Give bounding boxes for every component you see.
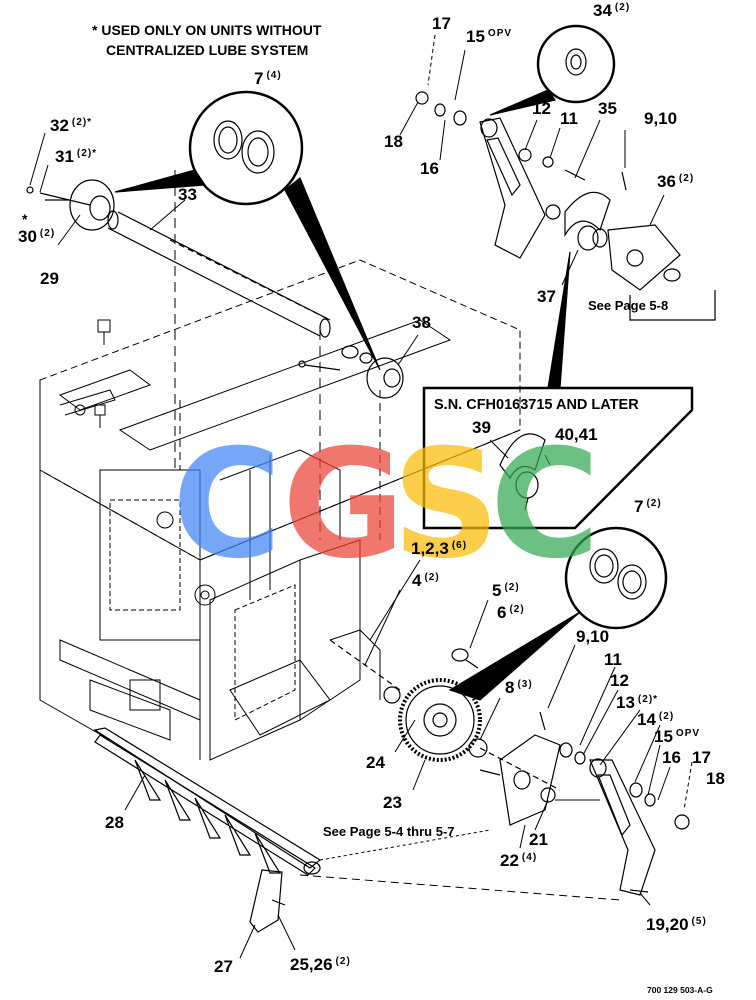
lube-note: * USED ONLY ON UNITS WITHOUT CENTRALIZED…: [92, 20, 321, 60]
part-label-27: 27: [214, 957, 233, 976]
pickup-reel-28: [93, 727, 322, 876]
part-label-24: 24: [366, 753, 385, 772]
part-label-33: 33: [178, 185, 197, 204]
bearing-flange-38: [298, 345, 404, 399]
bracket-27: [249, 869, 286, 933]
part-label-25-26: 25,26(2): [290, 955, 351, 974]
part-label-34: 34(2): [593, 1, 631, 20]
lower-arm-assembly: [559, 742, 690, 896]
callout-bearing-34: [489, 24, 616, 116]
leader-lines: [29, 34, 693, 959]
part-label-13: 13(2)*: [616, 693, 659, 712]
lube-note-line1: * USED ONLY ON UNITS WITHOUT: [92, 22, 322, 38]
part-label-16-top: 16: [420, 159, 439, 178]
serial-inset-box: [422, 251, 694, 530]
part-label-14: 14(2): [637, 710, 675, 729]
part-label-17-top: 17: [432, 14, 451, 33]
part-label-4: 4(2): [412, 571, 440, 590]
part-label-37: 37: [537, 287, 556, 306]
part-label-21: 21: [529, 830, 548, 849]
part-label-11-lower: 11: [604, 650, 622, 669]
part-label-18-top: 18: [384, 132, 403, 151]
part-label-5: 5(2): [492, 581, 520, 600]
lube-note-line2: CENTRALIZED LUBE SYSTEM: [106, 42, 309, 58]
part-label-7-lower: 7(2): [634, 497, 662, 516]
part-label-22: 22(4): [500, 851, 538, 870]
part-label-17-lower: 17: [692, 748, 711, 767]
part-label-28: 28: [105, 813, 124, 832]
tensioner-bracket-21: [479, 711, 561, 826]
part-label-12-lower: 12: [610, 671, 629, 690]
sprocket-23: [329, 639, 561, 791]
part-label-6: 6(2): [497, 603, 525, 622]
watermark-letter-c1: C: [172, 418, 283, 592]
watermark-letter-g: G: [282, 418, 406, 592]
callout-bearing-7-top: [114, 90, 381, 371]
part-label-29: 29: [40, 269, 59, 288]
watermark-letter-c2: C: [490, 418, 601, 592]
part-label-35: 35: [598, 99, 617, 118]
part-label-23: 23: [383, 793, 402, 812]
part-label-18-lower: 18: [706, 769, 725, 788]
watermark-letter-s: S: [392, 418, 501, 592]
drive-shaft-33: [107, 210, 331, 338]
part-label-36: 36(2): [657, 172, 695, 191]
callout-bearing-7-lower: [448, 526, 668, 701]
part-label-11-top: 11: [560, 109, 578, 128]
part-label-19-20: 19,20(5): [646, 915, 707, 934]
part-label-8: 8(3): [505, 678, 533, 697]
serial-number-range: S.N. CFH0163715 AND LATER: [434, 397, 639, 413]
part-label-9-10-top: 9,10: [644, 109, 678, 128]
part-label-16-lower: 16: [662, 748, 681, 767]
part-label-9-10-lower: 9,10: [576, 627, 610, 646]
part-label-30-star: *: [22, 211, 28, 227]
part-label-40-41: 40,41: [555, 425, 598, 444]
part-label-38: 38: [412, 313, 431, 332]
bolt-5-6: [451, 648, 479, 669]
reference-see-page-5-4: See Page 5-4 thru 5-7: [323, 824, 455, 839]
part-label-1-2-3: 1,2,3(6): [411, 539, 468, 558]
part-label-32: 32(2)*: [50, 116, 93, 135]
baler-frame: [39, 170, 521, 761]
reference-see-page-5-8: See Page 5-8: [588, 298, 669, 313]
part-label-12-top: 12: [532, 99, 551, 118]
part-label-7-top: 7(4): [254, 69, 282, 88]
upper-arm-assembly: [415, 91, 716, 321]
part-label-31: 31(2)*: [55, 147, 98, 166]
figure-code: 700 129 503-A-G: [647, 985, 713, 995]
part-label-39: 39: [472, 418, 491, 437]
part-label-30: 30(2): [18, 227, 56, 246]
bearing-flange-29: [26, 179, 115, 231]
